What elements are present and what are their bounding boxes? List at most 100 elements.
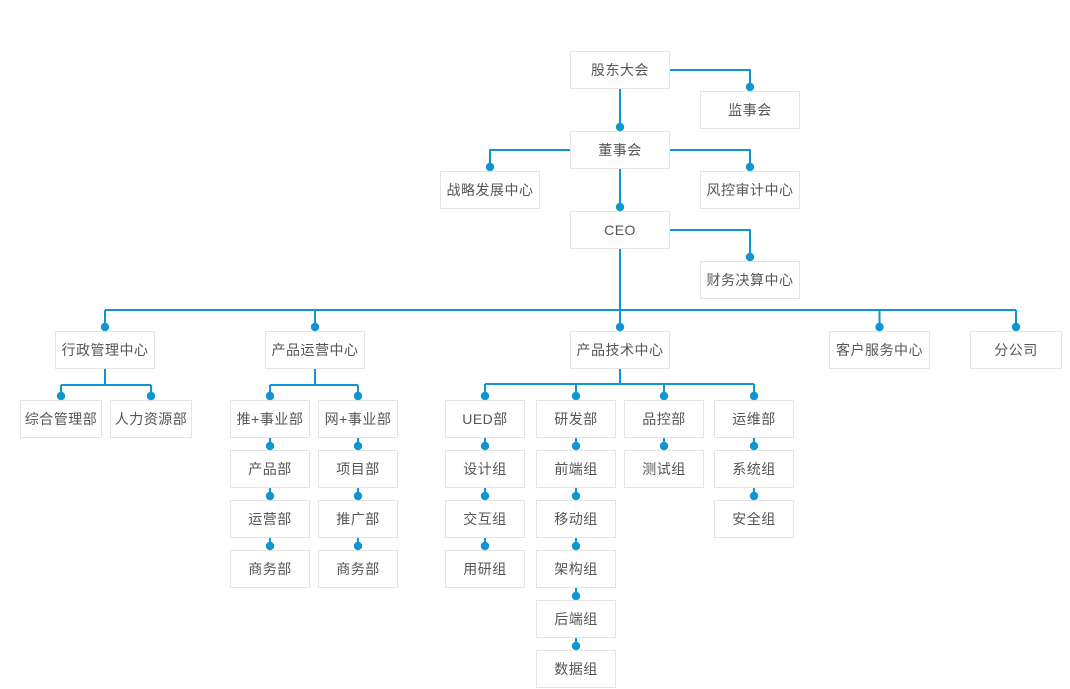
- connector-line: [670, 149, 751, 171]
- connector-dot: [56, 391, 66, 401]
- connector-dot: [353, 541, 363, 551]
- org-node-board-of-directors: 董事会: [570, 131, 670, 169]
- org-node-project-dept: 项目部: [318, 450, 398, 488]
- org-node-label: 股东大会: [591, 62, 649, 78]
- connector-dot: [310, 322, 320, 332]
- connector-dot: [659, 441, 669, 451]
- org-node-rd-dept: 研发部: [536, 400, 616, 438]
- org-node-label: 系统组: [732, 461, 776, 477]
- org-node-label: 测试组: [642, 461, 686, 477]
- connector-dot: [749, 491, 759, 501]
- connector-dot: [745, 162, 755, 172]
- org-node-human-resources-dept: 人力资源部: [110, 400, 192, 438]
- org-node-user-research-team: 用研组: [445, 550, 525, 588]
- connector-line: [670, 229, 751, 261]
- org-node-label: 数据组: [554, 661, 598, 677]
- connector-dot: [265, 441, 275, 451]
- org-node-interaction-team: 交互组: [445, 500, 525, 538]
- org-node-label: CEO: [604, 222, 636, 238]
- org-node-product-dept: 产品部: [230, 450, 310, 488]
- connector-dot: [749, 441, 759, 451]
- org-node-label: 品控部: [642, 411, 686, 427]
- org-node-label: UED部: [462, 411, 508, 427]
- org-node-frontend-team: 前端组: [536, 450, 616, 488]
- org-node-label: 运营部: [248, 511, 292, 527]
- connector-line: [670, 69, 751, 91]
- connector-dot: [571, 591, 581, 601]
- org-node-label: 行政管理中心: [61, 342, 149, 358]
- org-node-label: 网+事业部: [324, 411, 392, 427]
- connector-dot: [875, 322, 884, 332]
- org-node-business-dept-2: 商务部: [318, 550, 398, 588]
- org-node-design-team: 设计组: [445, 450, 525, 488]
- connector-dot: [480, 541, 490, 551]
- org-node-label: 分公司: [994, 342, 1038, 358]
- connector-dot: [571, 391, 581, 401]
- connector-dot: [745, 82, 755, 92]
- org-node-label: 用研组: [463, 561, 507, 577]
- connector-dot: [615, 202, 625, 212]
- connector-dot: [146, 391, 156, 401]
- org-node-label: 产品运营中心: [271, 342, 359, 358]
- connector-dot: [265, 541, 275, 551]
- org-node-label: 风控审计中心: [706, 182, 794, 198]
- connector-line: [489, 149, 570, 171]
- org-node-label: 商务部: [248, 561, 292, 577]
- connector-dot: [100, 322, 110, 332]
- org-node-label: 产品技术中心: [576, 342, 664, 358]
- connector-dot: [480, 391, 490, 401]
- org-node-tui-plus-division: 推+事业部: [230, 400, 310, 438]
- org-node-ued-dept: UED部: [445, 400, 525, 438]
- connector-dot: [615, 322, 625, 332]
- org-node-label: 综合管理部: [24, 411, 98, 427]
- connector-dot: [745, 252, 755, 262]
- org-node-operations-dept: 运营部: [230, 500, 310, 538]
- org-node-financial-settlement-center: 财务决算中心: [700, 261, 800, 299]
- org-node-label: 产品部: [248, 461, 292, 477]
- connector-dot: [1011, 322, 1021, 332]
- org-node-mobile-team: 移动组: [536, 500, 616, 538]
- org-node-business-dept-1: 商务部: [230, 550, 310, 588]
- org-node-label: 财务决算中心: [706, 272, 794, 288]
- connector-dot: [265, 391, 275, 401]
- org-node-label: 项目部: [336, 461, 380, 477]
- org-node-label: 研发部: [554, 411, 598, 427]
- connector-dot: [571, 641, 581, 651]
- connector-dot: [571, 541, 581, 551]
- org-node-ceo: CEO: [570, 211, 670, 249]
- org-node-promotion-dept: 推广部: [318, 500, 398, 538]
- connector-dot: [749, 391, 759, 401]
- org-node-branch-company: 分公司: [970, 331, 1062, 369]
- org-node-label: 人力资源部: [114, 411, 188, 427]
- org-node-general-management-dept: 综合管理部: [20, 400, 102, 438]
- connector-dot: [353, 391, 363, 401]
- connector-dot: [353, 441, 363, 451]
- org-node-label: 推+事业部: [236, 411, 304, 427]
- org-node-label: 运维部: [732, 411, 776, 427]
- connector-dot: [571, 491, 581, 501]
- org-node-wang-plus-division: 网+事业部: [318, 400, 398, 438]
- org-node-label: 前端组: [554, 461, 598, 477]
- org-node-supervisory-board: 监事会: [700, 91, 800, 129]
- org-node-shareholders-meeting: 股东大会: [570, 51, 670, 89]
- org-node-quality-control-dept: 品控部: [624, 400, 704, 438]
- connector-dot: [485, 162, 495, 172]
- org-node-system-team: 系统组: [714, 450, 794, 488]
- org-node-risk-audit-center: 风控审计中心: [700, 171, 800, 209]
- org-node-label: 客户服务中心: [836, 342, 923, 358]
- org-node-architecture-team: 架构组: [536, 550, 616, 588]
- org-node-label: 监事会: [728, 102, 772, 118]
- org-node-data-team: 数据组: [536, 650, 616, 688]
- connector-dot: [659, 391, 669, 401]
- connector-dot: [615, 122, 625, 132]
- org-node-label: 后端组: [554, 611, 598, 627]
- org-node-label: 安全组: [732, 511, 776, 527]
- connector-dot: [480, 491, 490, 501]
- org-node-ops-maintenance-dept: 运维部: [714, 400, 794, 438]
- org-node-admin-management-center: 行政管理中心: [55, 331, 155, 369]
- org-node-label: 商务部: [336, 561, 380, 577]
- org-node-security-team: 安全组: [714, 500, 794, 538]
- connector-dot: [480, 441, 490, 451]
- org-node-label: 设计组: [463, 461, 507, 477]
- org-node-customer-service-center: 客户服务中心: [829, 331, 930, 369]
